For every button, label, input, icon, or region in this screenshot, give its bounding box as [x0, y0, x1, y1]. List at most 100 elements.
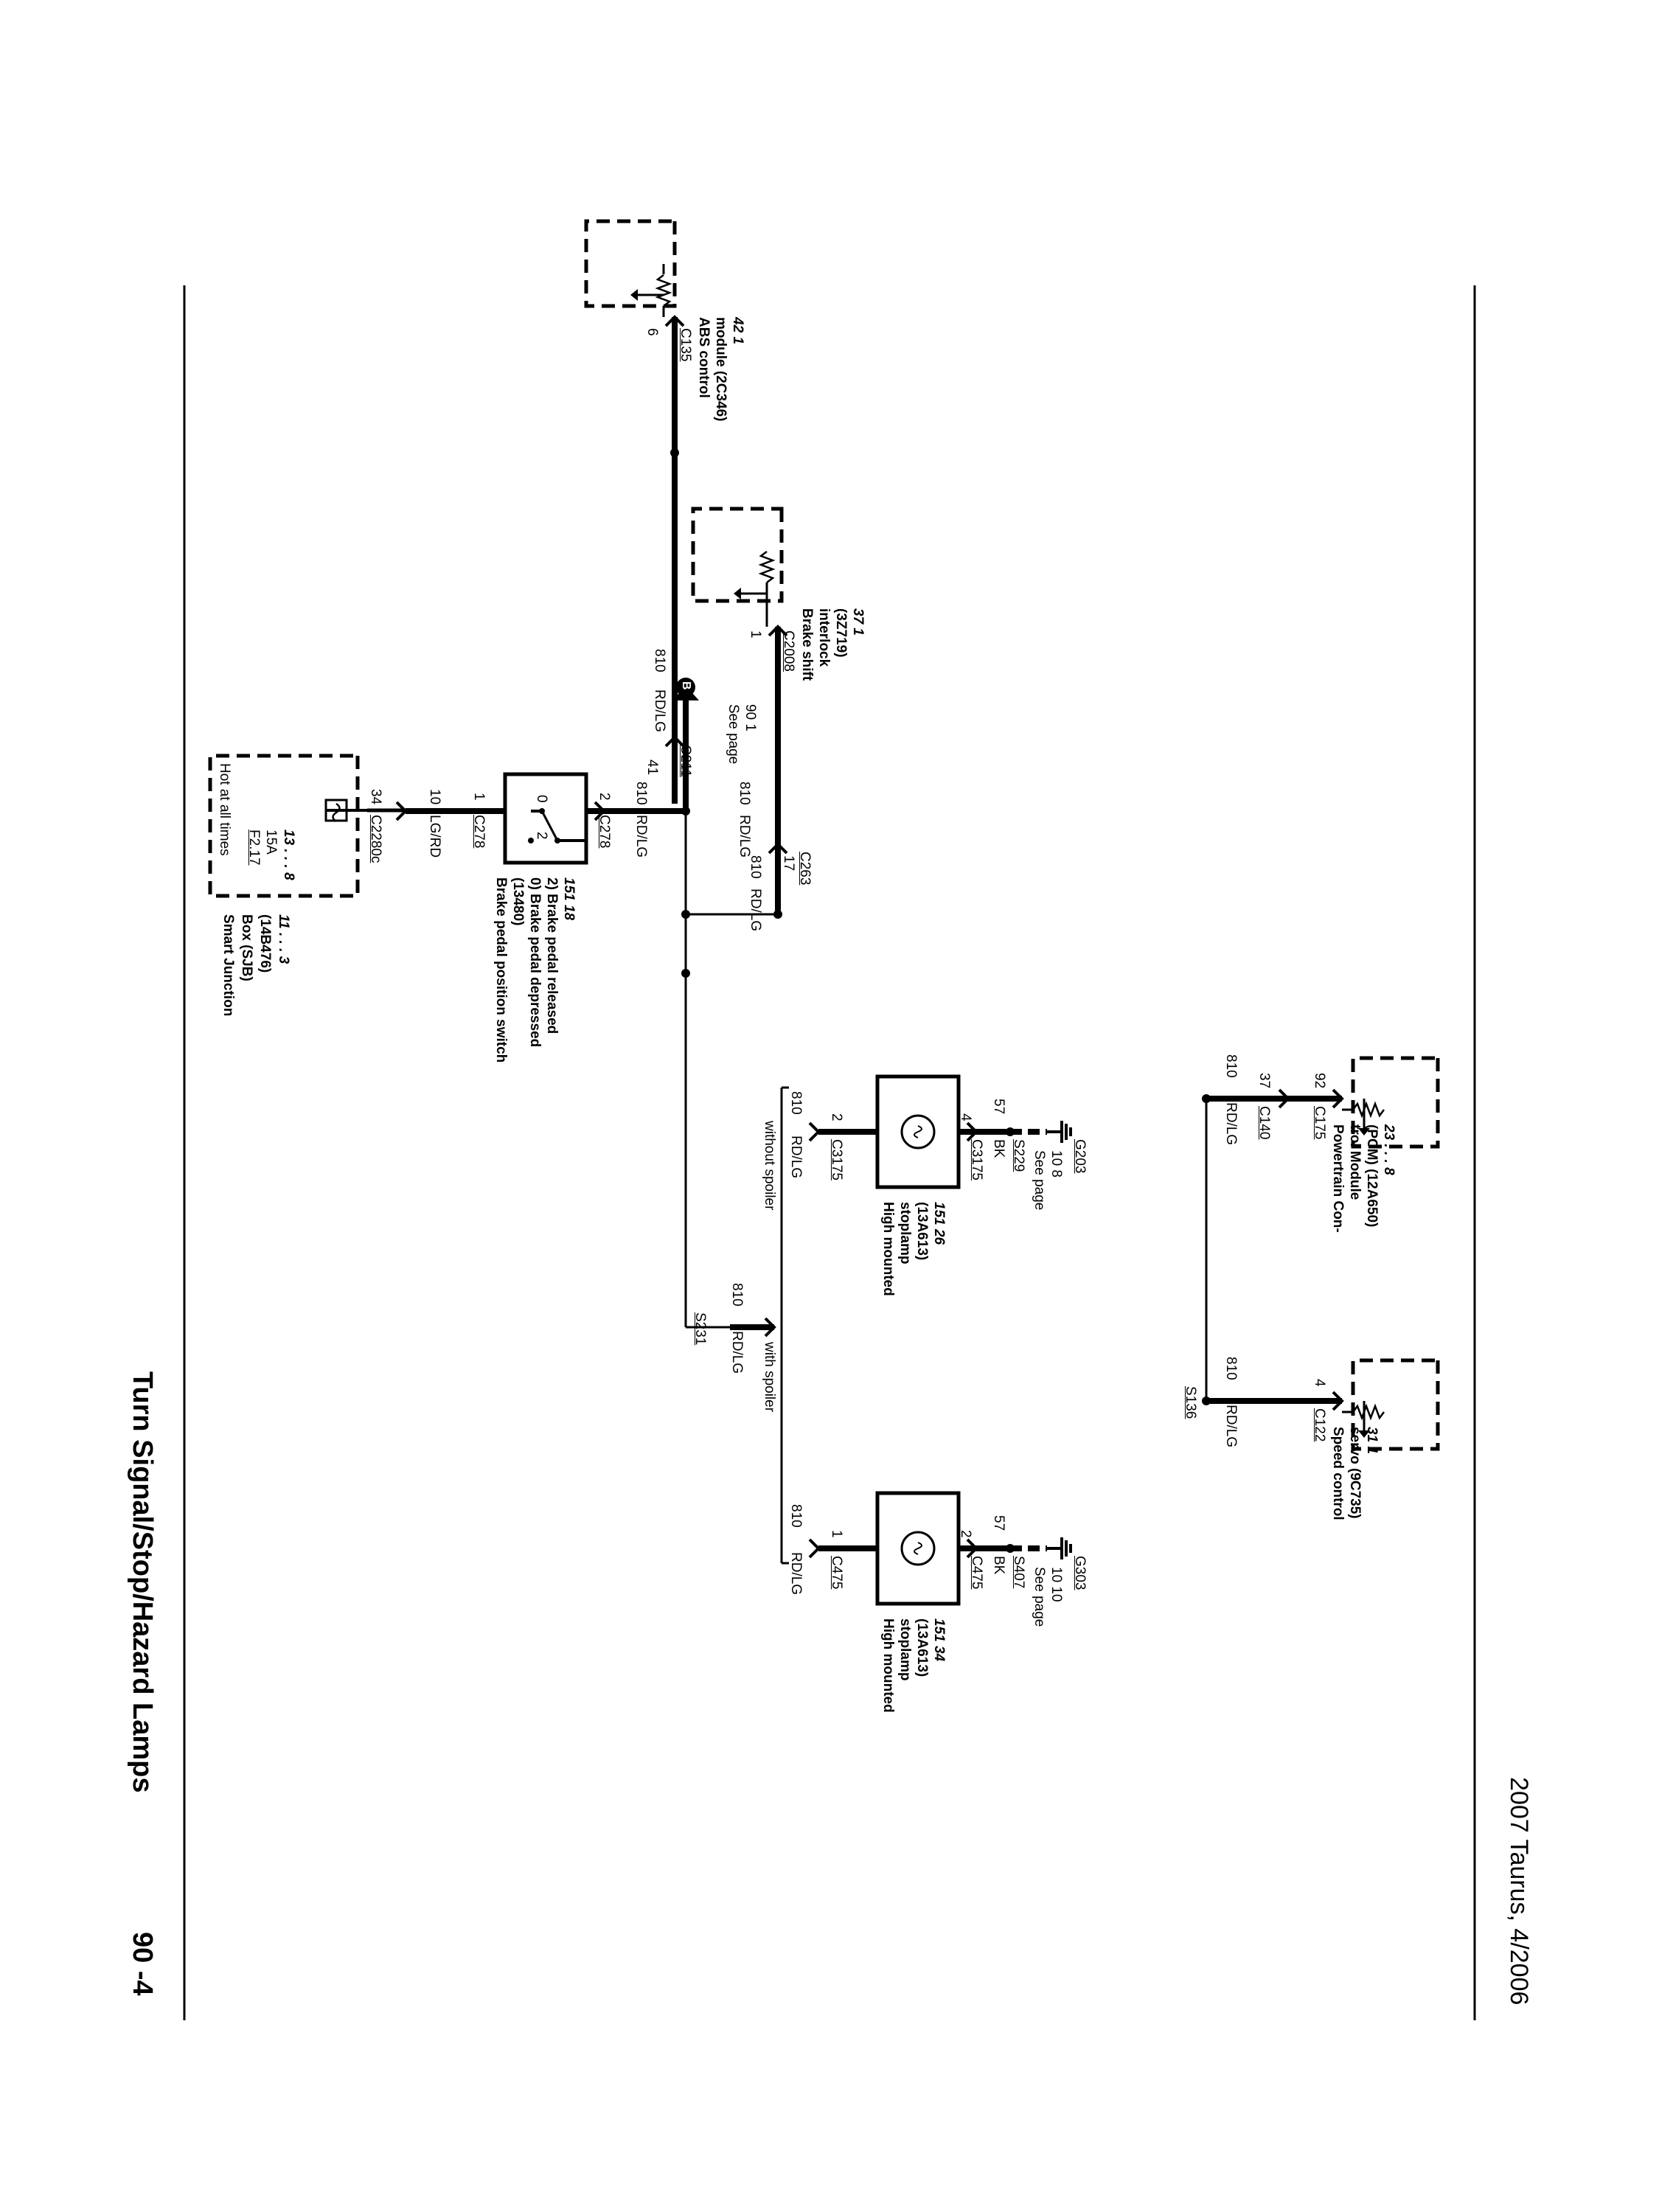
stop-right-name-2: stoplamp [897, 1618, 913, 1681]
splice-s407: S407 [1011, 1556, 1026, 1589]
color-bk-left: BK [991, 1139, 1006, 1158]
connector-c135-pin [664, 315, 685, 327]
circuit-10: 10 [427, 789, 442, 805]
b-marker [676, 678, 695, 697]
sjb-box [208, 754, 360, 898]
connector-c278-bottom: C278 [597, 815, 612, 849]
bsi-box [691, 507, 784, 603]
pin-4-stop-left: 4 [958, 1113, 973, 1121]
see-page-left: See page [1032, 1150, 1047, 1211]
brake-switch-state-2: 2) Brake pedal released [544, 877, 560, 1034]
footer-model-date: 2007 Taurus, 4/2006 [1505, 1777, 1533, 2006]
color-rd-lg-stop-left: RD/LG [788, 1135, 804, 1179]
connector-c2280c-pin [395, 801, 408, 821]
pin-2: 2 [597, 793, 612, 801]
color-rd-lg-scs: RD/LG [1223, 1405, 1239, 1448]
pin-1: 1 [471, 793, 487, 801]
pcm-box [1351, 1056, 1440, 1149]
circuit-810-s231: 810 [729, 1283, 745, 1307]
bsi-ref: 37 1 [850, 608, 866, 636]
color-rd-lg-stop-right: RD/LG [788, 1552, 804, 1596]
color-rd-lg-s231: RD/LG [729, 1331, 745, 1374]
stop-right-name-1: High mounted [880, 1618, 896, 1713]
scs-box [1351, 1358, 1440, 1451]
connector-c211: C211 [678, 745, 693, 778]
circuit-810-bsi: 810 [748, 855, 763, 879]
color-bk-right: BK [991, 1556, 1006, 1575]
splice-dot [773, 910, 782, 919]
stop-right-name-3: (13A613) [914, 1618, 930, 1677]
pin-41: 41 [644, 759, 660, 776]
pin-2-stop-right: 2 [958, 1530, 973, 1538]
fuse-symbol [324, 799, 367, 823]
circuit-810-stop-left: 810 [788, 1091, 804, 1115]
pin-17: 17 [781, 855, 796, 872]
connector-c140: C140 [1256, 1106, 1272, 1140]
brake-switch-name-1: Brake pedal position switch [493, 877, 509, 1063]
pin-37: 37 [1256, 1073, 1272, 1089]
connector-c475-in: C475 [829, 1556, 844, 1590]
fuse-id: F2.17 [246, 830, 262, 866]
page-title: Turn Signal/Stop/Hazard Lamps [127, 1371, 158, 1793]
splice-dot [670, 448, 679, 457]
bulb-icon [900, 1531, 936, 1566]
splice-s229: S229 [1011, 1139, 1026, 1172]
connector-c3175-in: C3175 [829, 1139, 844, 1180]
switch-contact-symbol [528, 808, 586, 844]
sjb-hot-label: Hot at all times [217, 763, 232, 856]
abs-resistor [630, 264, 672, 317]
connector-c122: C122 [1312, 1408, 1327, 1442]
brake-switch-state-0: 0) Brake pedal depressed [527, 877, 543, 1048]
pcm-name-2: trol Module [1347, 1124, 1363, 1200]
splice-dot [681, 807, 690, 815]
color-rd-lg-abs: RD/LG [737, 815, 752, 858]
contact-2: 2 [534, 832, 549, 840]
connector-c2008-pin [768, 625, 788, 637]
abs-name-2: module (2C346) [713, 317, 728, 422]
connector-c278-top: C278 [471, 815, 487, 849]
scs-ref: 31 1 [1364, 1427, 1380, 1454]
pin-1-bsi: 1 [748, 630, 763, 639]
splice-s231: S231 [692, 1312, 708, 1346]
stop-left-name-3: (13A613) [914, 1202, 930, 1261]
pin-92: 92 [1312, 1073, 1327, 1089]
connector-c175: C175 [1312, 1106, 1327, 1140]
scs-name-1: Speed control [1330, 1427, 1346, 1520]
fuse-ref: 13 . . . 8 [281, 830, 296, 880]
stop-right-ref: 151 34 [931, 1618, 947, 1662]
pcm-name-3: (PCM) (12A650) [1364, 1124, 1380, 1228]
splice-dot [681, 969, 690, 978]
connector-c278-pin2 [594, 801, 606, 821]
connector-c475-out: C475 [969, 1556, 984, 1590]
abs-ref: 42 1 [730, 317, 745, 344]
circuit-810-main: 810 [633, 782, 649, 805]
circuit-810-scs: 810 [1223, 1357, 1239, 1380]
splice-s136: S136 [1183, 1386, 1198, 1419]
sjb-ref: 11 . . . 3 [276, 914, 291, 964]
connector-c211-pin [664, 735, 685, 748]
circuit-810-b: 810 [652, 649, 667, 672]
scs-resistor [1342, 1401, 1385, 1438]
bsi-name-3: (3Z719) [833, 608, 849, 658]
stop-left-ref: 151 26 [931, 1202, 947, 1245]
circuit-57-left: 57 [991, 1099, 1006, 1115]
connector-c135: C135 [678, 328, 693, 362]
without-spoiler: without spoiler [762, 1121, 777, 1211]
pcm-resistor [1342, 1099, 1385, 1135]
abs-name-1: ABS control [696, 317, 712, 398]
stop-left-name-1: High mounted [880, 1202, 896, 1296]
connector-c263: C263 [797, 852, 813, 886]
sjb-name-2: Box (SJB) [239, 914, 254, 981]
b-letter: B [680, 681, 692, 690]
scs-name-2: servo (9C735) [1347, 1427, 1363, 1519]
pcm-name-1: Powertrain Con- [1330, 1124, 1346, 1233]
pin-2-stop-left: 2 [829, 1113, 844, 1121]
brake-switch-name-2: (13480) [510, 877, 526, 926]
color-rd-lg-main: RD/LG [633, 815, 649, 858]
page-number: 90 -4 [127, 1932, 158, 1996]
color-rd-lg-b: RD/LG [652, 689, 667, 733]
pin-34: 34 [368, 789, 383, 805]
sjb-name-3: (14B476) [257, 914, 273, 973]
